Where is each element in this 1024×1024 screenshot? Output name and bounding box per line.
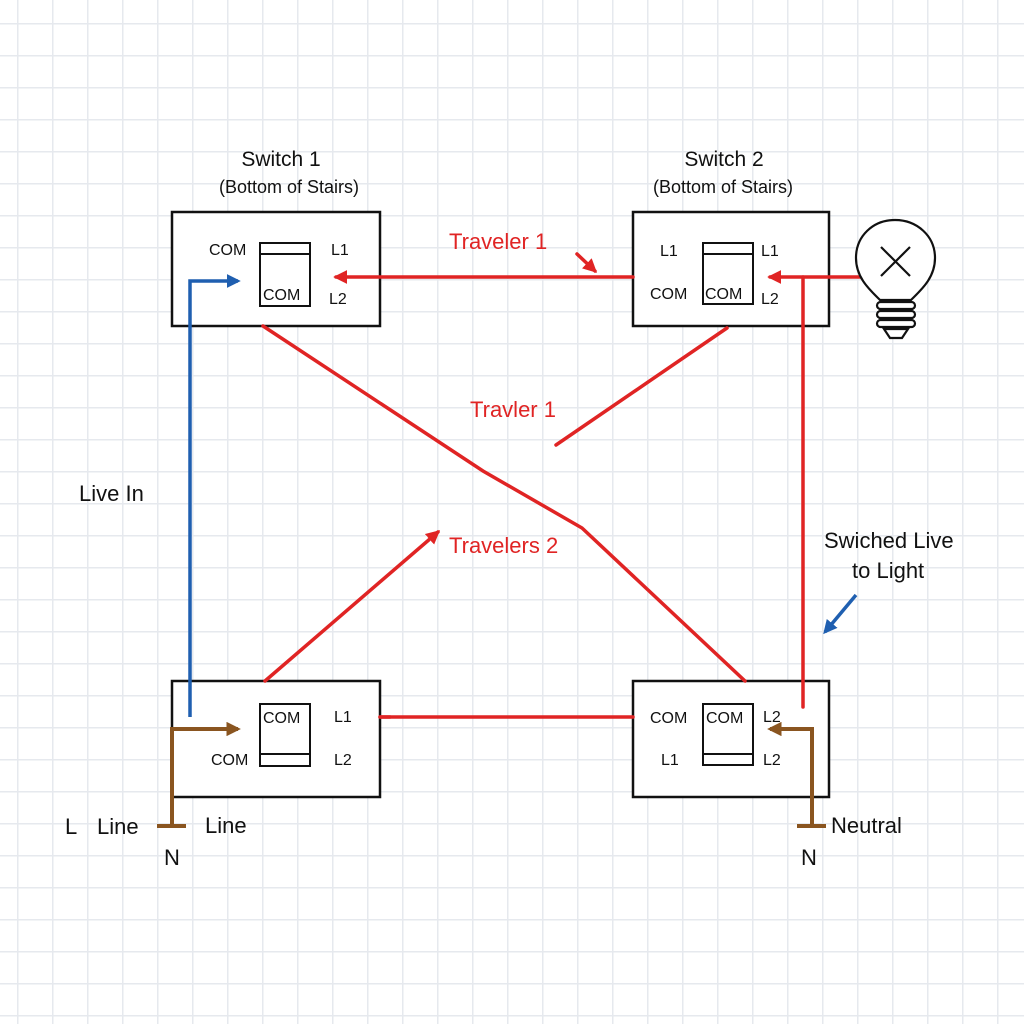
switched-live-pointer-arrow <box>823 593 858 635</box>
switch4-rocker <box>702 703 754 766</box>
neutral-wire <box>767 721 814 826</box>
switch2-com-inner: COM <box>705 286 742 303</box>
cross-traveler-wire <box>261 324 747 683</box>
switch2-title: Switch 2 <box>684 148 763 171</box>
switch2-l1-right: L1 <box>761 243 779 260</box>
traveler1-pointer-arrow <box>575 252 598 273</box>
switch3-l1: L1 <box>334 709 352 726</box>
switch1-title: Switch 1 <box>241 148 320 171</box>
switch4-l2-top: L2 <box>763 709 781 726</box>
traveler1-mid-label: Travler 1 <box>470 397 556 422</box>
switch3-com-left: COM <box>211 752 248 769</box>
switch3-l2: L2 <box>334 752 352 769</box>
switch4-com-left: COM <box>650 710 687 727</box>
switch4-com-inner: COM <box>706 710 743 727</box>
switch3-com-inner: COM <box>263 710 300 727</box>
switch1-rocker <box>259 242 311 307</box>
switch1-l2: L2 <box>329 291 347 308</box>
left-N-label: N <box>164 845 180 870</box>
right-neutral-label: Neutral <box>831 813 902 838</box>
switch1-l1: L1 <box>331 242 349 259</box>
right-N-label: N <box>801 845 817 870</box>
traveler1-mid-wire <box>554 326 729 447</box>
switch1-com-inner: COM <box>263 287 300 304</box>
travelers2-wire <box>263 530 441 683</box>
switch2-subtitle: (Bottom of Stairs) <box>653 177 793 197</box>
switch2-l1-left: L1 <box>660 243 678 260</box>
traveler1-top-label: Traveler 1 <box>449 229 547 254</box>
switch3-rocker <box>259 703 311 767</box>
switch4-l1-left: L1 <box>661 752 679 769</box>
live-in-label: Live In <box>79 481 144 506</box>
left-line-label-1: Line <box>97 814 139 839</box>
left-line-label-2: Line <box>205 813 247 838</box>
travelers2-label: Travelers 2 <box>449 533 558 558</box>
switch2-l2-right: L2 <box>761 291 779 308</box>
switch2-rocker <box>702 242 754 305</box>
switch2-com-left: COM <box>650 286 687 303</box>
left-L-label: L <box>65 814 77 839</box>
switched-live-label-line2: to Light <box>852 558 924 583</box>
switch1-com-left: COM <box>209 242 246 259</box>
switch4-l2-bottom: L2 <box>763 752 781 769</box>
live-in-wire <box>188 274 241 717</box>
light-bulb-icon <box>854 218 937 340</box>
switch1-subtitle: (Bottom of Stairs) <box>219 177 359 197</box>
switched-live-label-line1: Swiched Live <box>824 528 954 553</box>
line-wire <box>170 721 241 826</box>
